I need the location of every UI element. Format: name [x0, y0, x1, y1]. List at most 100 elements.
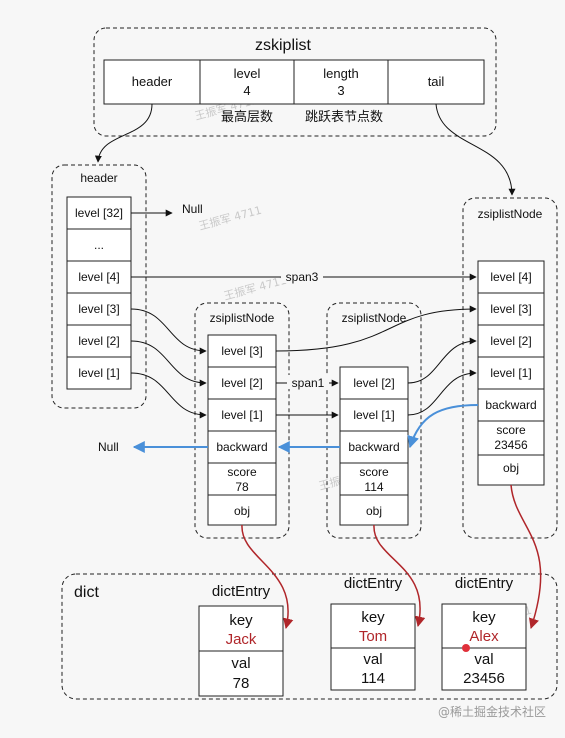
- backward-null-label: Null: [98, 440, 119, 454]
- node-level4-label: level [4]: [490, 270, 531, 284]
- header-node: header level [32] ... level [4] level [3…: [51, 164, 147, 409]
- dict-key-label: key: [472, 609, 496, 626]
- dict-key-label: key: [361, 609, 385, 626]
- span1-label: span1: [292, 376, 325, 390]
- node-obj-label: obj: [366, 504, 382, 518]
- span3-label-bg: [281, 269, 323, 283]
- node-cell: [207, 334, 277, 368]
- dict-key-value: Alex: [469, 628, 499, 645]
- dict-val-label: val: [363, 651, 382, 668]
- tail-pointer-arrow: [435, 103, 516, 196]
- dict-entry-title: dictEntry: [455, 575, 514, 592]
- score-label: score: [496, 423, 526, 437]
- node-level3-label: level [3]: [221, 344, 262, 358]
- dict-val-value: 78: [233, 675, 250, 692]
- zskiplist-level-label: level: [234, 66, 261, 81]
- dict-val-label: val: [474, 651, 493, 668]
- dict-key-value: Jack: [226, 631, 257, 648]
- node-title: zsiplistNode: [210, 311, 275, 325]
- length-caption: 跳跃表节点数: [305, 110, 383, 125]
- node-cell: [477, 292, 545, 326]
- header-ellipsis-label: ...: [94, 238, 104, 252]
- level-caption: 最高层数: [221, 109, 273, 125]
- zskiplist-container: [93, 27, 497, 137]
- zskiplist-level-value: 4: [243, 83, 250, 98]
- obj-alex-arrow: [510, 484, 542, 629]
- cursor-dot: [462, 644, 470, 652]
- node-obj-label: obj: [234, 504, 250, 518]
- node-cell: [339, 494, 409, 526]
- node-cell: [207, 494, 277, 526]
- node-backward-label: backward: [348, 440, 399, 454]
- header-cell: [66, 228, 132, 262]
- node-level1-label: level [1]: [353, 408, 394, 422]
- header-node-title: header: [80, 171, 117, 185]
- span3-label: span3: [286, 270, 319, 284]
- zskiplist-title: zskiplist: [255, 37, 312, 54]
- node114-level2-arrow: [407, 337, 477, 384]
- score-value: 23456: [494, 438, 528, 452]
- header-level2-label: level [2]: [78, 334, 119, 348]
- node-cell: [477, 420, 545, 456]
- zskiplist-struct: zskiplist header level 4 length 3 tail 最…: [93, 27, 497, 137]
- header-pointer-arrow: [94, 103, 153, 163]
- node78-level3-arrow: [275, 305, 477, 352]
- dict-val-label: val: [231, 655, 250, 672]
- header-null-label: Null: [182, 202, 203, 216]
- zskiplist-field-level: [199, 59, 295, 105]
- header-level3-label: level [3]: [78, 302, 119, 316]
- tail-backward-arrow: [407, 404, 479, 449]
- node-backward-label: backward: [216, 440, 267, 454]
- dict-entry-box: [441, 603, 527, 691]
- header-level3-arrow: [130, 308, 207, 355]
- node-container: [194, 302, 290, 539]
- header-node-container: [51, 164, 147, 409]
- node-title: zsiplistNode: [478, 207, 543, 221]
- dict-val-value: 114: [361, 670, 385, 687]
- dict-val-value: 23456: [463, 670, 505, 687]
- node-cell: [339, 366, 409, 400]
- zskiplist-header-label: header: [132, 74, 173, 89]
- dict-title: dict: [74, 584, 99, 601]
- zskiplist-tail-label: tail: [428, 74, 445, 89]
- header-level1-label: level [1]: [78, 366, 119, 380]
- node-backward-label: backward: [485, 398, 536, 412]
- header-level2-arrow: [130, 340, 207, 387]
- node-cell: [339, 398, 409, 432]
- node-level2-label: level [2]: [490, 334, 531, 348]
- zskiplist-length-value: 3: [337, 83, 344, 98]
- header-cell: [66, 324, 132, 358]
- node-level2-label: level [2]: [221, 376, 262, 390]
- node-level1-label: level [1]: [490, 366, 531, 380]
- dict-key-label: key: [229, 612, 253, 629]
- dict-struct: dict dictEntry key Jack val 78 dictEntry…: [61, 573, 558, 700]
- node-cell: [477, 356, 545, 390]
- node-cell: [207, 366, 277, 400]
- skiplist-node-23456: zsiplistNode level [4] level [3] level […: [462, 197, 558, 539]
- node-cell: [477, 388, 545, 422]
- node-cell: [477, 324, 545, 358]
- header-cell: [66, 356, 132, 390]
- score-label: score: [359, 465, 389, 479]
- skiplist-node-114: zsiplistNode level [2] level [1] backwar…: [326, 302, 422, 539]
- node114-level1-arrow: [407, 369, 477, 416]
- obj-jack-arrow: [241, 524, 294, 630]
- node-level1-label: level [1]: [221, 408, 262, 422]
- node-level2-label: level [2]: [353, 376, 394, 390]
- skiplist-node-78: zsiplistNode level [3] level [2] level […: [194, 302, 290, 539]
- node-title: zsiplistNode: [342, 311, 407, 325]
- dict-entry-title: dictEntry: [212, 583, 271, 600]
- node-cell: [207, 398, 277, 432]
- node-container: [326, 302, 422, 539]
- dict-entry-box: [330, 603, 416, 691]
- header-level4-label: level [4]: [78, 270, 119, 284]
- zskiplist-field-length: [293, 59, 389, 105]
- score-value: 114: [364, 480, 383, 494]
- dict-entry-title: dictEntry: [344, 575, 403, 592]
- watermark-text: 王振军 4711: [197, 203, 263, 233]
- zskiplist-length-label: length: [323, 66, 358, 81]
